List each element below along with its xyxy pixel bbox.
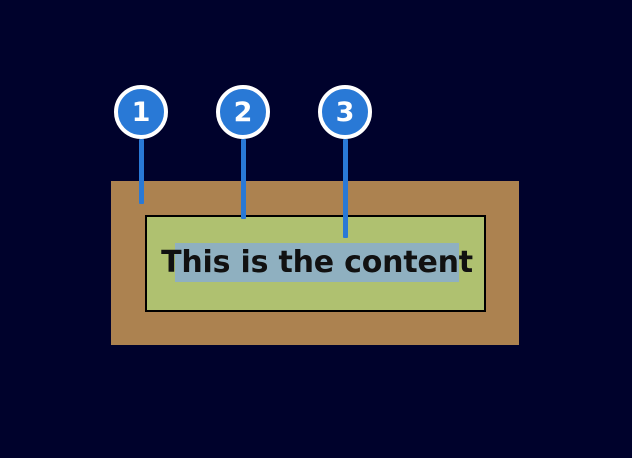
callout-badge-1[interactable]: 1 (114, 85, 168, 139)
callout-leader-line-2 (241, 139, 246, 219)
callout-badge-3[interactable]: 3 (318, 85, 372, 139)
callout-badge-2[interactable]: 2 (216, 85, 270, 139)
callout-leader-line-3 (343, 139, 348, 238)
callout-leader-line-1 (139, 139, 144, 204)
content-text: This is the content (161, 243, 473, 282)
